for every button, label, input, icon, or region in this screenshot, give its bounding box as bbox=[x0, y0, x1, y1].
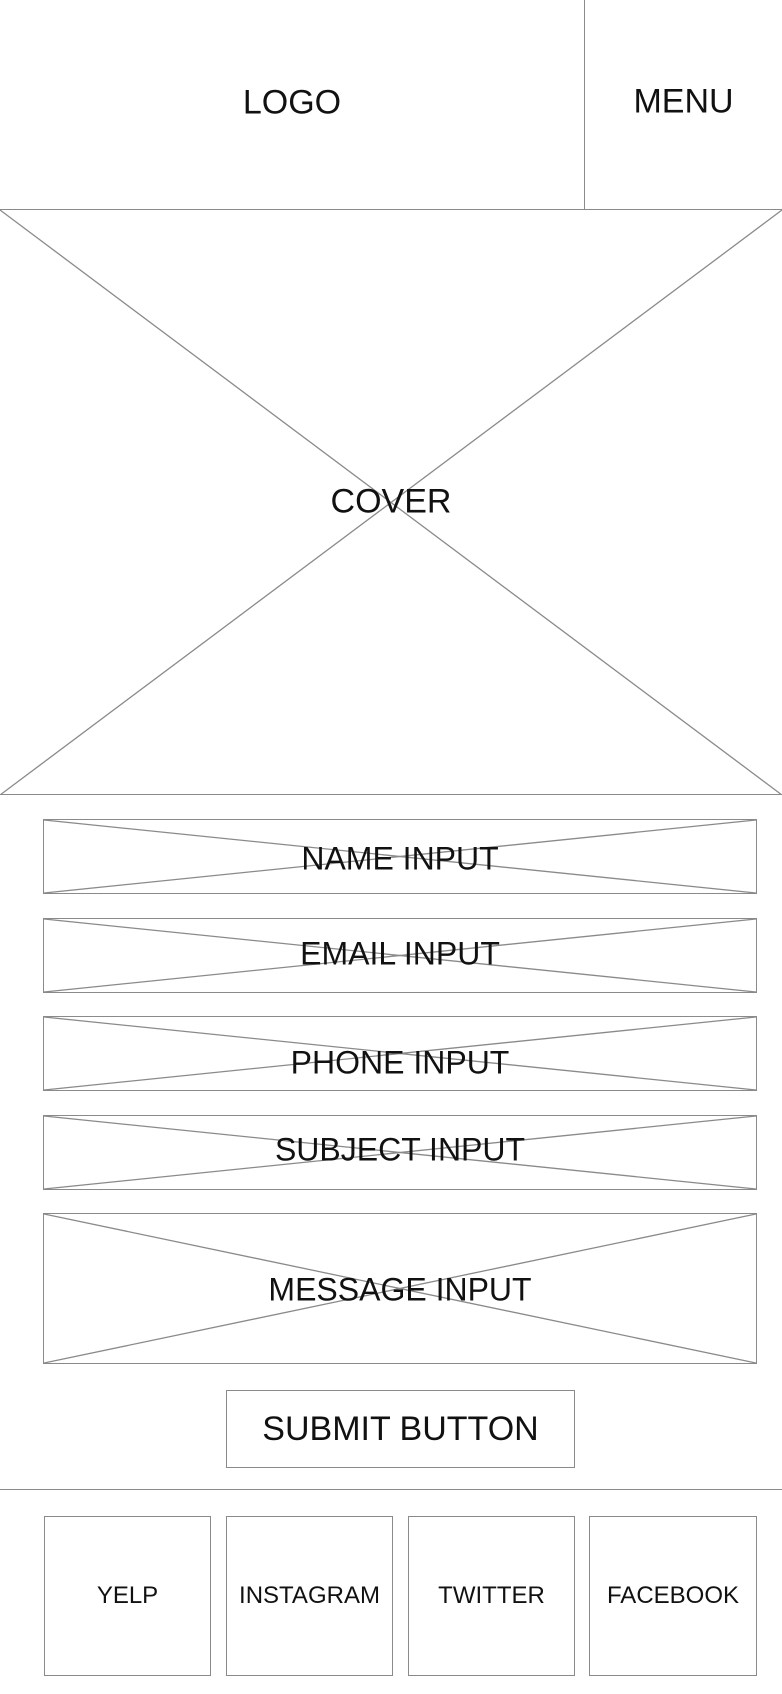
name-input-cross bbox=[44, 820, 756, 893]
email-input[interactable]: EMAIL INPUT bbox=[43, 918, 757, 993]
email-input-cross bbox=[44, 919, 756, 992]
message-input-label: MESSAGE INPUT bbox=[268, 1271, 532, 1308]
submit-button[interactable]: SUBMIT BUTTON bbox=[226, 1390, 575, 1468]
subject-input-label: SUBJECT INPUT bbox=[274, 1131, 526, 1168]
cover-placeholder-cross bbox=[0, 210, 782, 795]
submit-button-label: SUBMIT BUTTON bbox=[262, 1409, 539, 1448]
yelp-label: YELP bbox=[96, 1582, 159, 1609]
footer-top-border bbox=[0, 1489, 782, 1491]
subject-input-cross bbox=[44, 1116, 756, 1189]
menu-label: MENU bbox=[633, 82, 734, 121]
facebook-label: FACEBOOK bbox=[606, 1582, 740, 1609]
message-input-cross bbox=[44, 1214, 756, 1363]
logo-label: LOGO bbox=[242, 83, 342, 122]
phone-input-label: PHONE INPUT bbox=[290, 1044, 510, 1081]
phone-input-cross bbox=[44, 1017, 756, 1090]
instagram-label: INSTAGRAM bbox=[239, 1582, 380, 1609]
subject-input[interactable]: SUBJECT INPUT bbox=[43, 1115, 757, 1190]
name-input-label: NAME INPUT bbox=[301, 840, 499, 877]
instagram-link[interactable]: INSTAGRAM bbox=[226, 1516, 393, 1676]
name-input[interactable]: NAME INPUT bbox=[43, 819, 757, 894]
email-input-label: EMAIL INPUT bbox=[300, 935, 500, 972]
message-input[interactable]: MESSAGE INPUT bbox=[43, 1213, 757, 1364]
phone-input[interactable]: PHONE INPUT bbox=[43, 1016, 757, 1091]
header-bottom-border bbox=[0, 209, 782, 211]
cover-bottom-border bbox=[0, 794, 782, 796]
twitter-label: TWITTER bbox=[438, 1582, 545, 1609]
menu-button[interactable]: MENU bbox=[585, 0, 782, 210]
facebook-link[interactable]: FACEBOOK bbox=[589, 1516, 757, 1676]
cover-label: COVER bbox=[330, 482, 452, 521]
header: LOGO MENU bbox=[0, 0, 782, 210]
yelp-link[interactable]: YELP bbox=[44, 1516, 211, 1676]
logo[interactable]: LOGO bbox=[0, 0, 584, 210]
header-divider bbox=[584, 0, 586, 210]
cover-image: COVER bbox=[0, 210, 782, 795]
twitter-link[interactable]: TWITTER bbox=[408, 1516, 575, 1676]
